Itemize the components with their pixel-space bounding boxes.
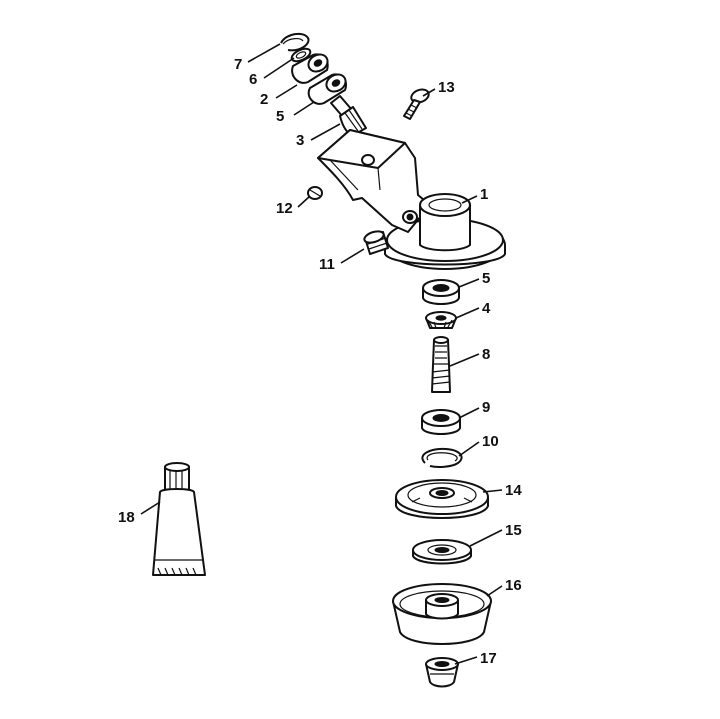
part-10-circlip [421, 447, 463, 468]
callout-13: 13 [438, 79, 455, 96]
callout-4: 4 [482, 300, 491, 317]
callout-7: 7 [234, 56, 242, 73]
part-18-grease-tube [152, 462, 206, 576]
callout-5-upper: 5 [276, 108, 284, 125]
part-5-bearing-upper [307, 73, 347, 105]
part-5-bearing-lower [422, 279, 460, 305]
part-13-screw [403, 88, 430, 120]
part-2-bearing [291, 53, 329, 84]
part-14-thrust-plate [395, 479, 489, 519]
part-1-gear-housing [317, 129, 506, 270]
callout-18: 18 [118, 509, 135, 526]
callout-2: 2 [260, 91, 268, 108]
callout-14: 14 [505, 482, 522, 499]
callout-8: 8 [482, 346, 490, 363]
callout-5-lower: 5 [482, 270, 490, 287]
callout-1: 1 [480, 186, 488, 203]
part-8-drive-shaft [431, 336, 451, 393]
callout-3: 3 [296, 132, 304, 149]
callout-15: 15 [505, 522, 522, 539]
callout-labels: 7 6 2 5 3 13 1 12 11 5 4 8 9 10 14 15 16… [118, 56, 522, 667]
callout-10: 10 [482, 433, 499, 450]
part-12-nut [307, 186, 323, 200]
callout-11: 11 [319, 256, 335, 273]
callout-17: 17 [480, 650, 497, 667]
part-4-bevel-gear [425, 311, 457, 329]
callout-9: 9 [482, 399, 490, 416]
part-3-bevel-pinion [330, 95, 367, 137]
callout-12: 12 [276, 200, 293, 217]
part-7-circlip [280, 32, 310, 52]
callout-6: 6 [249, 71, 257, 88]
part-16-guard-cup [392, 583, 492, 645]
callout-16: 16 [505, 577, 522, 594]
part-17-nut [425, 657, 459, 688]
part-9-bearing [421, 409, 461, 435]
part-15-washer [412, 539, 472, 565]
part-11-plug-screw [363, 230, 389, 255]
leader-lines [140, 43, 503, 665]
